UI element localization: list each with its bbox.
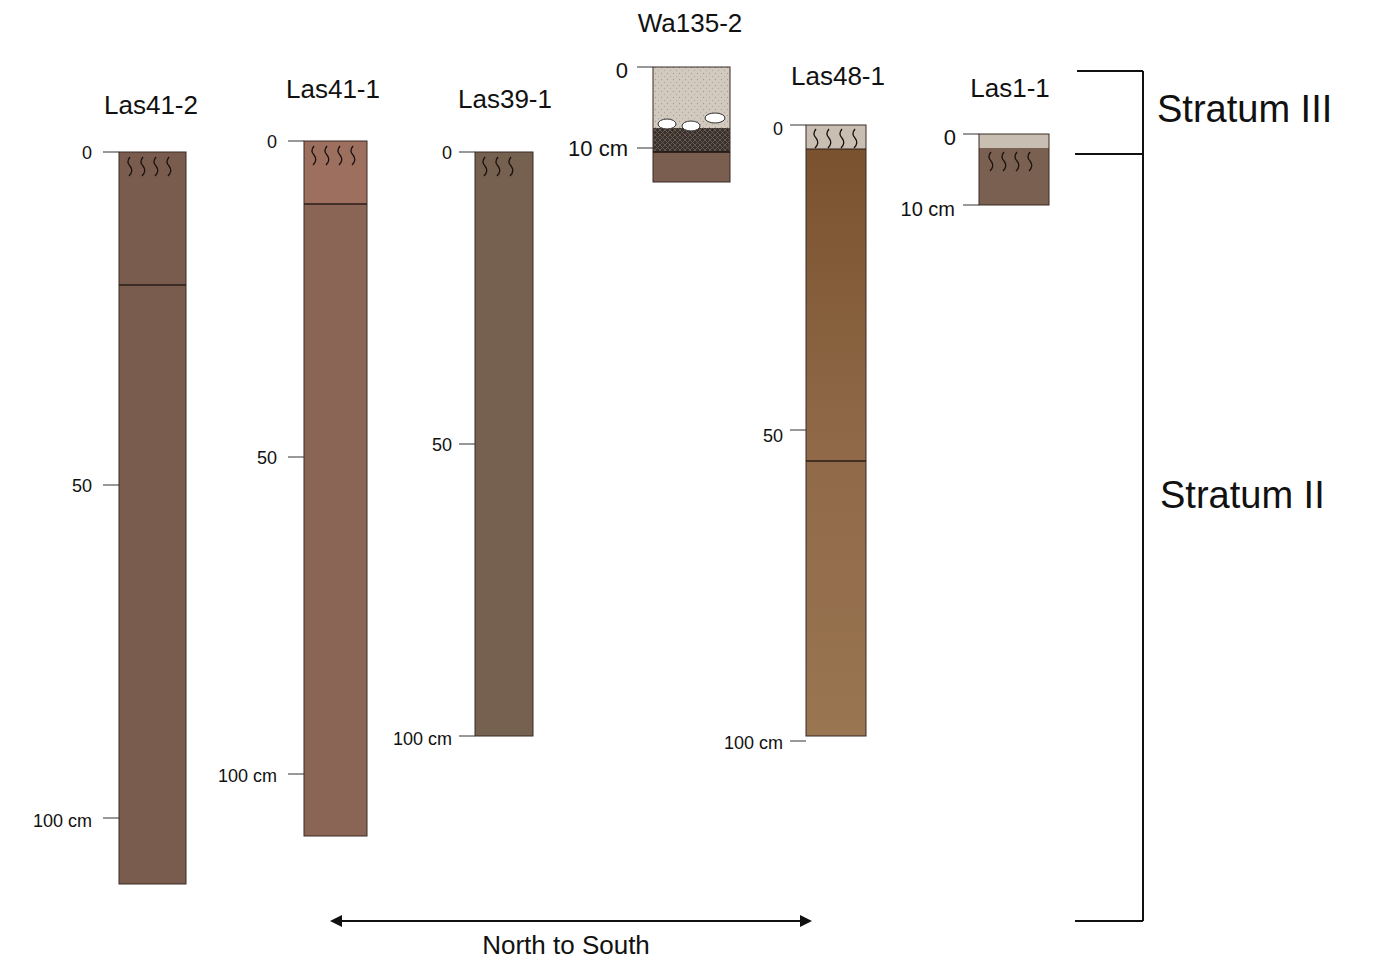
root-mark bbox=[1028, 152, 1032, 171]
root-mark bbox=[496, 157, 500, 176]
column-name: Las1-1 bbox=[970, 74, 1050, 104]
root-mark bbox=[483, 157, 487, 176]
root-mark bbox=[814, 129, 818, 148]
direction-arrow bbox=[330, 915, 812, 927]
root-mark bbox=[141, 157, 145, 176]
stratum-label: Stratum II bbox=[1160, 474, 1325, 518]
depth-tick-label: 50 bbox=[257, 448, 277, 469]
root-mark bbox=[128, 157, 132, 176]
depth-tick-label: 0 bbox=[442, 143, 452, 164]
root-mark bbox=[154, 157, 158, 176]
soil-column bbox=[637, 67, 730, 182]
soil-column bbox=[963, 134, 1049, 205]
depth-tick-label: 100 cm bbox=[218, 766, 277, 787]
soil-column bbox=[459, 152, 533, 736]
root-mark bbox=[167, 157, 171, 176]
root-mark bbox=[1002, 152, 1006, 171]
stratum-label: Stratum III bbox=[1157, 88, 1332, 132]
depth-tick-label: 0 bbox=[773, 119, 783, 140]
depth-tick-label: 50 bbox=[763, 426, 783, 447]
root-mark bbox=[312, 146, 316, 165]
column-name: Las48-1 bbox=[791, 62, 885, 92]
depth-tick-label: 100 cm bbox=[33, 811, 92, 832]
depth-tick-label: 0 bbox=[944, 125, 956, 150]
root-mark bbox=[827, 129, 831, 148]
column-name: Wa135-2 bbox=[638, 9, 743, 39]
depth-tick-label: 10 cm bbox=[568, 136, 628, 161]
direction-label: North to South bbox=[482, 931, 650, 961]
depth-tick-label: 0 bbox=[267, 132, 277, 153]
soil-column bbox=[103, 152, 186, 884]
root-mark bbox=[1015, 152, 1019, 171]
soil-column bbox=[790, 125, 866, 741]
root-mark bbox=[840, 129, 844, 148]
depth-tick-label: 50 bbox=[432, 435, 452, 456]
stratum-bracket bbox=[1075, 71, 1143, 921]
root-mark bbox=[853, 129, 857, 148]
column-name: Las41-2 bbox=[104, 91, 198, 121]
depth-tick-label: 0 bbox=[616, 58, 628, 83]
depth-tick-label: 100 cm bbox=[393, 729, 452, 750]
depth-tick-label: 50 bbox=[72, 476, 92, 497]
root-marks bbox=[128, 129, 1032, 176]
depth-tick-label: 100 cm bbox=[724, 733, 783, 754]
depth-tick-label: 10 cm bbox=[901, 198, 955, 221]
soil-column bbox=[288, 141, 367, 836]
depth-tick-label: 0 bbox=[82, 143, 92, 164]
column-name: Las39-1 bbox=[458, 85, 552, 115]
root-mark bbox=[989, 152, 993, 171]
root-mark bbox=[509, 157, 513, 176]
root-mark bbox=[351, 146, 355, 165]
column-name: Las41-1 bbox=[286, 75, 380, 105]
root-mark bbox=[338, 146, 342, 165]
root-mark bbox=[325, 146, 329, 165]
